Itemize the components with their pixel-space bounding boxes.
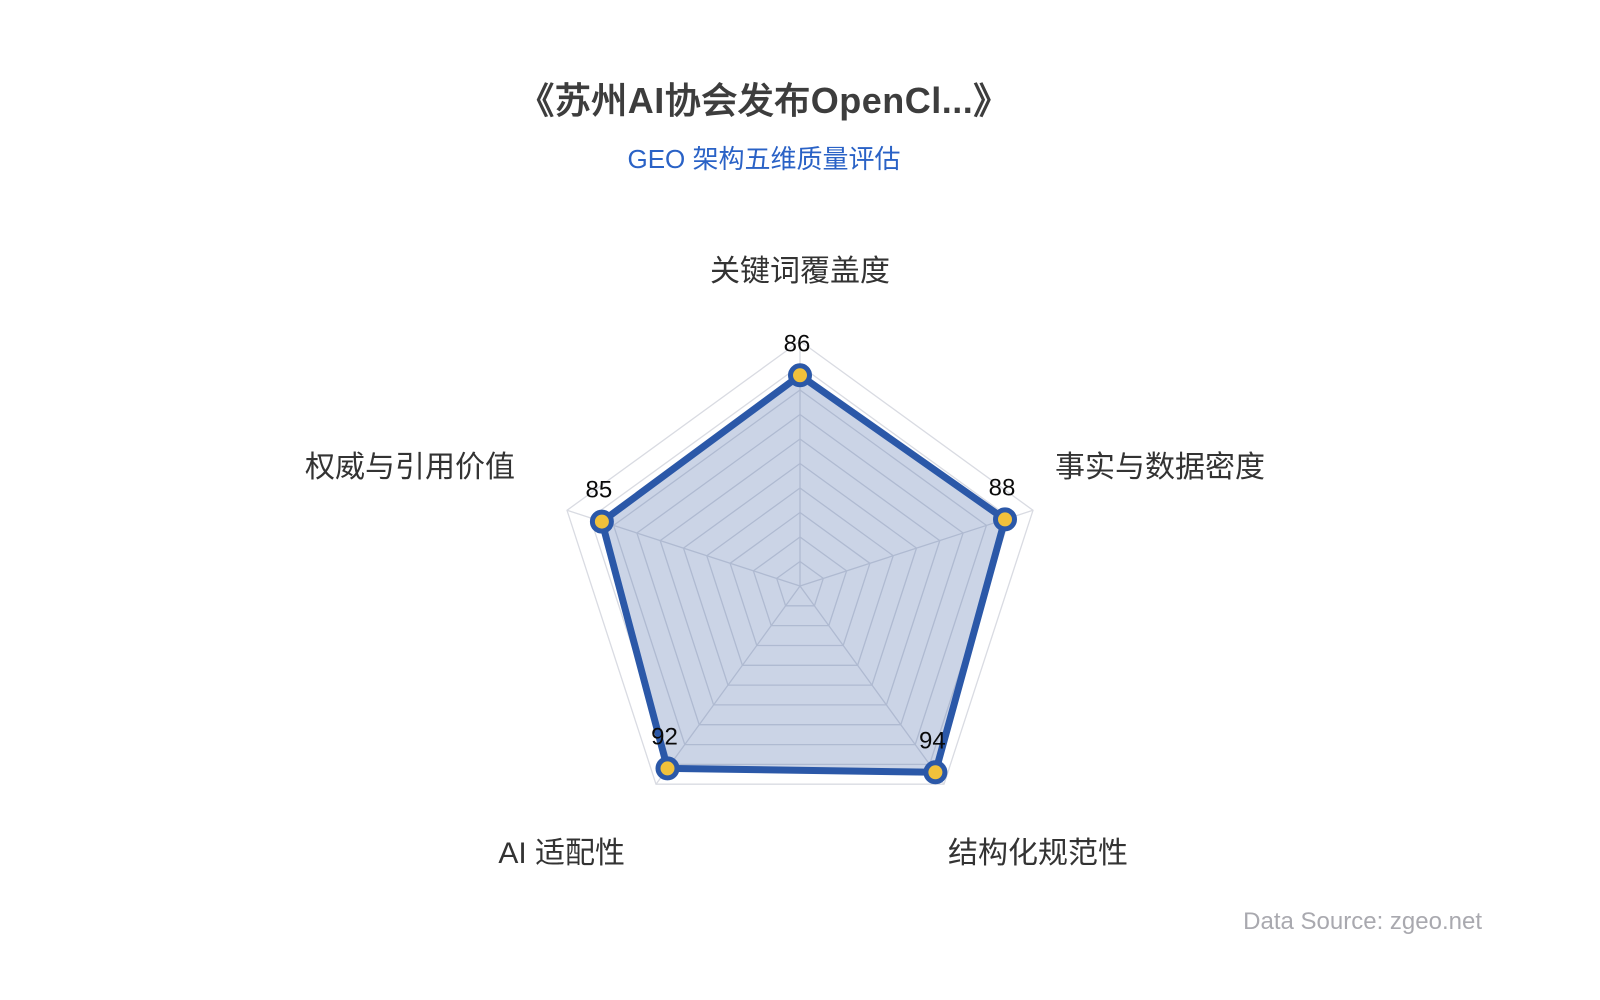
radar-axis-line	[655, 585, 801, 785]
axis-name-label: 事实与数据密度	[1055, 451, 1265, 484]
chart-title: 《苏州AI协会发布OpenCl...》	[518, 80, 1010, 121]
data-point-marker[interactable]	[993, 507, 1017, 532]
data-point-marker[interactable]	[589, 509, 614, 534]
radar-grid-ring	[682, 462, 918, 686]
data-point-marker[interactable]	[923, 760, 948, 785]
radar-grid-ring	[589, 364, 1011, 766]
series-polygon	[598, 371, 1009, 776]
radar-grid-ring	[752, 536, 848, 627]
data-point-value-label: 94	[919, 727, 946, 754]
radar-grid-ring	[775, 560, 825, 607]
data-point-marker[interactable]	[655, 756, 680, 781]
radar-grid-ring	[636, 413, 964, 726]
axis-name-label: 关键词覆盖度	[710, 255, 890, 288]
data-point-value-label: 88	[989, 474, 1016, 501]
radar-grid-ring	[612, 389, 988, 746]
axis-name-label: 结构化规范性	[948, 837, 1128, 870]
radar-grid-ring	[729, 511, 871, 647]
data-point-marker[interactable]	[788, 363, 812, 388]
radar-grid-ring	[659, 438, 941, 706]
data-point-value-label: 86	[784, 330, 811, 357]
chart-subtitle: GEO 架构五维质量评估	[627, 144, 901, 174]
axis-name-label: AI 适配性	[498, 837, 625, 870]
radar-axis-line	[799, 585, 945, 785]
radar-grid-ring	[706, 487, 894, 666]
radar-grid-ring	[566, 340, 1034, 785]
data-point-value-label: 85	[586, 477, 613, 504]
data-point-value-label: 92	[651, 723, 678, 750]
data-source-note: Data Source: zgeo.net	[1243, 908, 1482, 935]
axis-name-label: 权威与引用价值	[305, 451, 515, 484]
